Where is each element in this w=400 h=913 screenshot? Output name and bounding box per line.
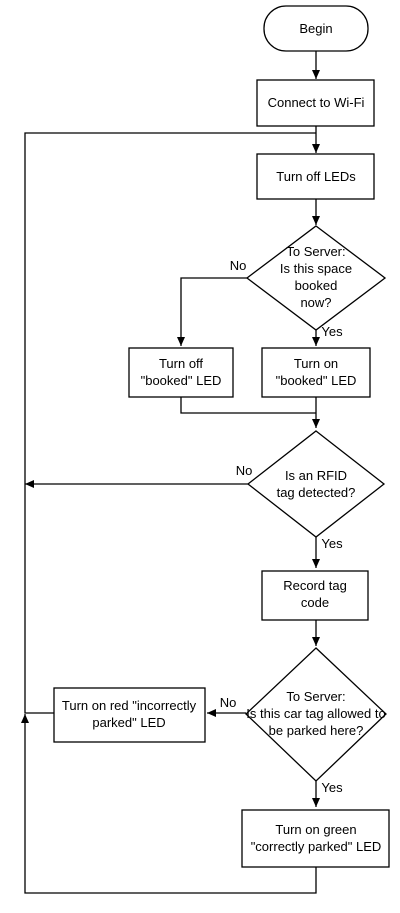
allowed-no-label: No bbox=[220, 695, 237, 710]
turn-off-booked-line-2: "booked" LED bbox=[141, 373, 222, 388]
turn-on-green-line-2: "correctly parked" LED bbox=[251, 839, 382, 854]
turn-on-red-line-2: parked" LED bbox=[92, 715, 165, 730]
turn-on-booked-line-2: "booked" LED bbox=[276, 373, 357, 388]
allowed-question-line-1: To Server: bbox=[286, 689, 345, 704]
loop-line-green bbox=[21, 714, 317, 894]
record-tag-line-1: Record tag bbox=[283, 578, 347, 593]
record-tag-line-2: code bbox=[301, 595, 329, 610]
begin-terminal: Begin bbox=[263, 5, 369, 52]
booked-yes-label: Yes bbox=[321, 324, 343, 339]
allowed-question-line-2: Is this car tag allowed to bbox=[246, 706, 385, 721]
rfid-question-line-1: Is an RFID bbox=[285, 468, 347, 483]
connectors bbox=[21, 51, 320, 894]
record-tag-box: Record tag code bbox=[261, 570, 369, 621]
rfid-yes-label: Yes bbox=[321, 536, 343, 551]
turn-on-green-line-1: Turn on green bbox=[275, 822, 356, 837]
allowed-decision: To Server: Is this car tag allowed to be… bbox=[245, 647, 387, 782]
rfid-decision: Is an RFID tag detected? bbox=[246, 430, 386, 538]
booked-decision: To Server: Is this space booked now? bbox=[245, 225, 387, 331]
begin-label: Begin bbox=[299, 21, 332, 36]
loop-line-red bbox=[24, 132, 316, 714]
connect-wifi-label: Connect to Wi-Fi bbox=[268, 95, 365, 110]
booked-question-line-2: Is this space bbox=[280, 261, 352, 276]
rfid-no-label: No bbox=[236, 463, 253, 478]
allowed-question-line-3: be parked here? bbox=[269, 723, 364, 738]
turn-off-booked-box: Turn off "booked" LED bbox=[128, 347, 234, 398]
connect-wifi-box: Connect to Wi-Fi bbox=[256, 79, 375, 127]
allowed-yes-label: Yes bbox=[321, 780, 343, 795]
turn-on-red-box: Turn on red "incorrectly parked" LED bbox=[53, 687, 206, 743]
booked-question-line-1: To Server: bbox=[286, 244, 345, 259]
turn-off-leds-box: Turn off LEDs bbox=[256, 153, 375, 200]
booked-no-label: No bbox=[230, 258, 247, 273]
turn-on-green-box: Turn on green "correctly parked" LED bbox=[241, 809, 390, 868]
turn-off-booked-line-1: Turn off bbox=[159, 356, 203, 371]
turn-on-booked-box: Turn on "booked" LED bbox=[261, 347, 371, 398]
turn-on-booked-line-1: Turn on bbox=[294, 356, 338, 371]
merge-line-booked-off bbox=[180, 397, 316, 414]
booked-question-line-4: now? bbox=[300, 295, 331, 310]
booked-question-line-3: booked bbox=[295, 278, 338, 293]
arrow-booked-no bbox=[177, 277, 247, 346]
rfid-question-line-2: tag detected? bbox=[277, 485, 356, 500]
turn-on-red-line-1: Turn on red "incorrectly bbox=[62, 698, 197, 713]
turn-off-leds-label: Turn off LEDs bbox=[276, 169, 356, 184]
